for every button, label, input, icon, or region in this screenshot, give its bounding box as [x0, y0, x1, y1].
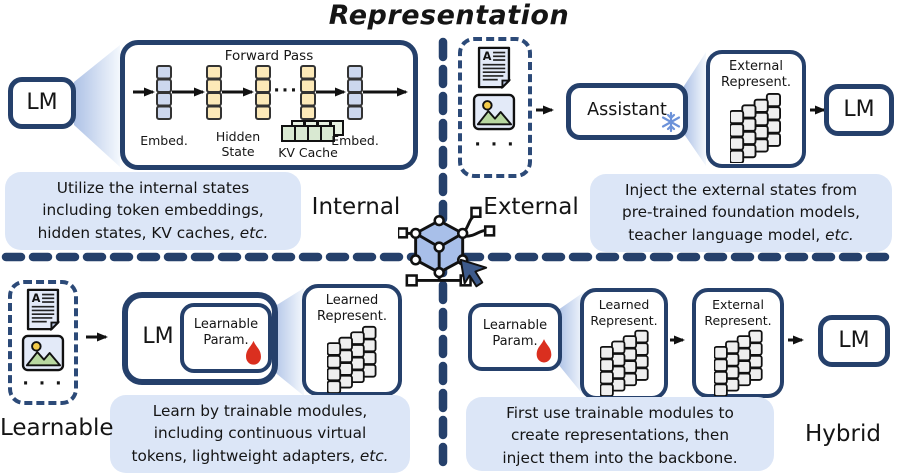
lm-box: LM	[824, 84, 894, 136]
learned-represent-label: Learned Represent.	[317, 293, 387, 324]
input-box-learnable: · · ·	[8, 280, 78, 405]
kv-cache-label: KV Cache	[278, 145, 338, 160]
learned-represent-label: Learned Represent.	[590, 297, 658, 328]
token-column	[206, 65, 222, 120]
external-represent-label: External Represent.	[721, 59, 791, 90]
token-column	[347, 65, 363, 120]
ellipsis: · · ·	[22, 374, 64, 394]
represent-stack-icon	[730, 93, 781, 163]
quadrant-label-learnable: Learnable	[0, 415, 114, 441]
quadrant-label-hybrid: Hybrid	[805, 421, 881, 447]
document-icon	[477, 46, 511, 89]
embed-label: Embed.	[331, 133, 379, 148]
magnifier-cone	[558, 292, 584, 396]
forward-pass-diagram	[133, 65, 408, 142]
arrow-icon	[670, 335, 685, 345]
cube-icon	[398, 206, 496, 288]
quadrant-label-external: External	[483, 194, 579, 220]
image-icon	[472, 93, 516, 131]
description-hybrid: First use trainable modules to create re…	[466, 397, 774, 471]
snowflake-icon	[661, 111, 681, 133]
magnifier-cone	[272, 288, 304, 396]
assistant-label: Assistant	[587, 100, 667, 120]
arrow-icon	[536, 105, 554, 115]
represent-stack-icon	[714, 329, 763, 396]
flame-icon	[536, 339, 552, 363]
arrow-icon	[86, 332, 108, 342]
page-title: Representation	[328, 0, 570, 31]
document-icon	[26, 288, 60, 331]
learnable-param-label: Learnable Param.	[482, 318, 548, 349]
embed-label: Embed.	[140, 133, 188, 148]
description-external: Inject the external states from pre-trai…	[590, 174, 892, 252]
token-column	[156, 65, 172, 120]
lm-label: LM	[843, 97, 875, 122]
learnable-param-box: Learnable Param.	[180, 303, 272, 373]
flame-icon	[246, 340, 261, 365]
lm-box-learnable: LM Learnable Param.	[122, 292, 278, 385]
token-column	[255, 65, 271, 120]
arrow-icon	[788, 335, 804, 345]
magnifier-cone	[74, 45, 120, 167]
quadrant-label-internal: Internal	[311, 194, 401, 220]
learnable-param-box: Learnable Param.	[468, 303, 562, 371]
external-represent-box: External Represent.	[692, 288, 784, 398]
lm-label: LM	[26, 90, 58, 115]
forward-pass-box: Forward Pass	[120, 40, 418, 170]
description-internal: Utilize the internal states including to…	[5, 172, 301, 250]
arrow-icon	[810, 105, 826, 115]
represent-stack-icon	[327, 325, 377, 393]
represent-stack-icon	[600, 329, 649, 396]
kv-cache-stack-icon	[281, 120, 344, 142]
lm-label: LM	[142, 324, 174, 349]
token-column	[300, 65, 316, 120]
external-represent-label: External Represent.	[704, 297, 772, 328]
image-icon	[21, 334, 65, 372]
lm-box: LM	[8, 77, 76, 129]
learned-represent-box: Learned Represent.	[302, 284, 402, 396]
lm-box: LM	[818, 315, 890, 367]
assistant-box: Assistant	[566, 83, 688, 140]
ellipsis: ···	[273, 81, 299, 101]
lm-label: LM	[838, 328, 870, 353]
learnable-param-label: Learnable Param.	[193, 317, 259, 348]
cursor-icon	[459, 258, 488, 288]
ellipsis: · · ·	[474, 135, 516, 155]
external-represent-box: External Represent.	[706, 50, 806, 168]
description-learnable: Learn by trainable modules, including co…	[110, 395, 410, 473]
learned-represent-box: Learned Represent.	[580, 288, 668, 400]
forward-pass-title: Forward Pass	[224, 48, 314, 64]
hidden-state-label: Hidden State	[215, 129, 261, 159]
magnifier-cone	[684, 52, 706, 166]
input-box-external: · · ·	[458, 37, 532, 178]
